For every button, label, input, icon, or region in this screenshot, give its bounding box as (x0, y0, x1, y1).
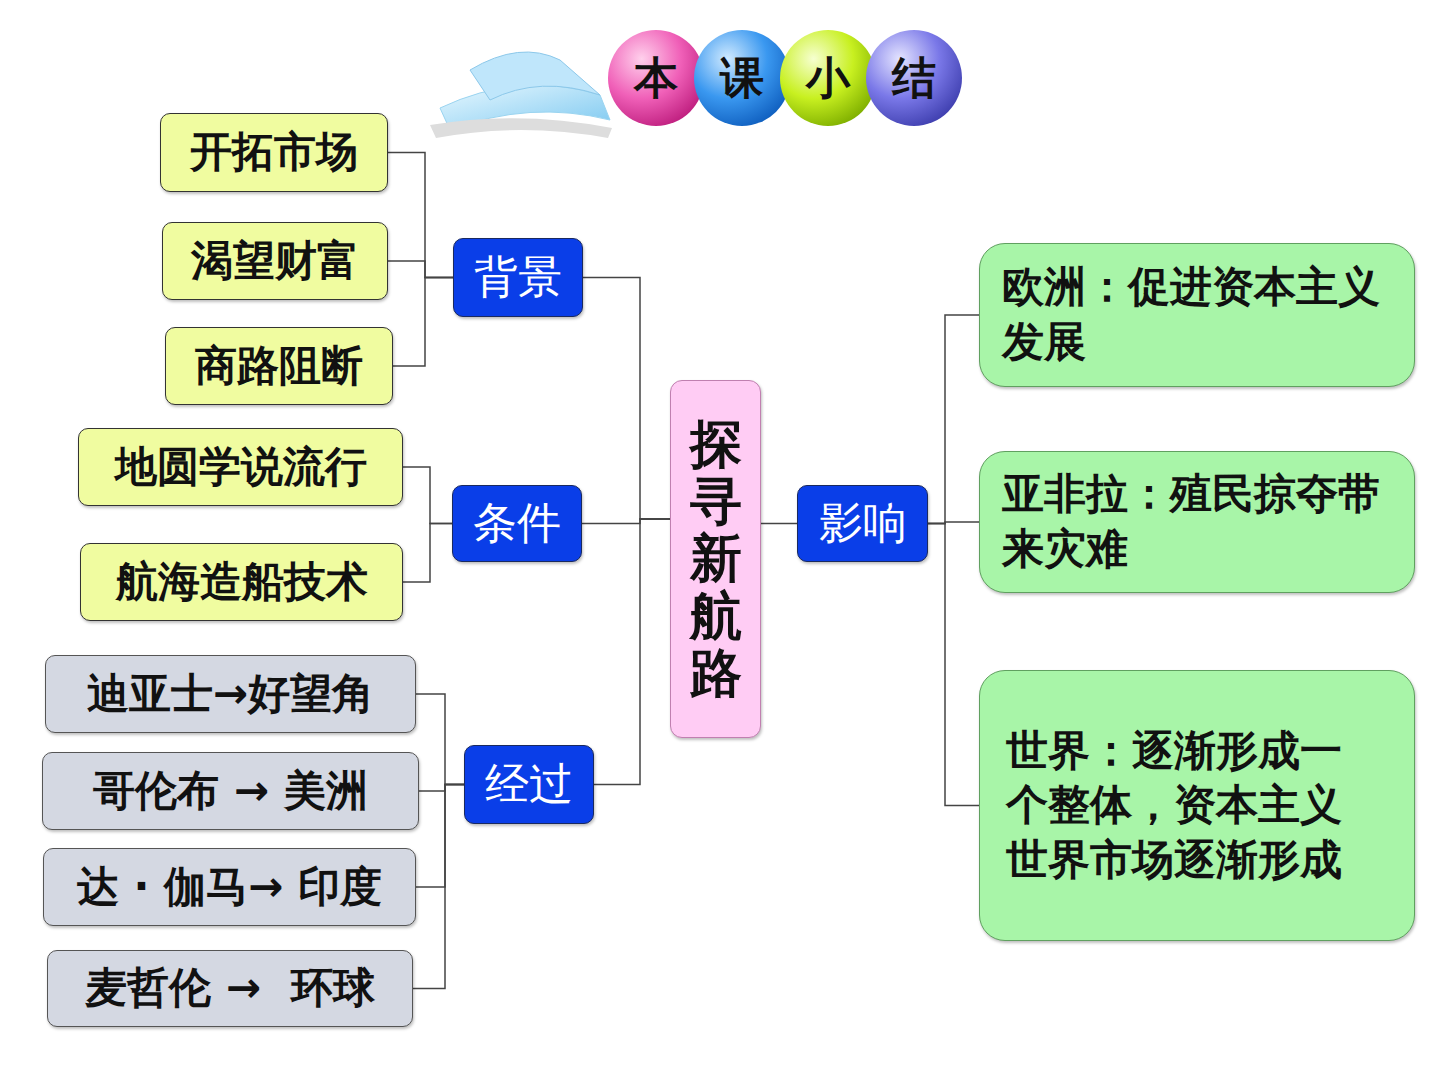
voyage-box: 哥伦布 → 美洲 (42, 752, 419, 830)
category-box: 影响 (797, 485, 928, 562)
node-label: 商路阻断 (195, 341, 363, 391)
node-label: 哥伦布 → 美洲 (93, 766, 367, 816)
connector (416, 694, 464, 785)
node-label: 背景 (474, 251, 562, 304)
node-label: 世界：逐渐形成一个整体，资本主义世界市场逐渐形成 (1006, 724, 1348, 888)
node-label: 条件 (473, 497, 561, 550)
connector (403, 467, 452, 524)
node-label: 达 · 伽马→ 印度 (77, 862, 382, 912)
connector (928, 315, 979, 524)
connector (928, 524, 979, 806)
connector (594, 519, 670, 785)
connector (761, 523, 797, 524)
node-label: 探寻新航路 (690, 416, 742, 702)
node-label: 影响 (819, 497, 907, 550)
background-box: 开拓市场 (160, 113, 388, 192)
impact-box: 亚非拉：殖民掠夺带来灾难 (979, 451, 1415, 593)
node-label: 亚非拉：殖民掠夺带来灾难 (1002, 467, 1388, 576)
background-box: 商路阻断 (165, 327, 393, 405)
connector (419, 785, 464, 792)
node-label: 迪亚士→好望角 (87, 669, 374, 719)
voyage-box: 达 · 伽马→ 印度 (43, 848, 416, 926)
connector (413, 785, 464, 989)
node-label: 地圆学说流行 (115, 442, 367, 492)
node-label: 开拓市场 (190, 127, 358, 177)
background-box: 渴望财富 (162, 222, 388, 300)
voyage-box: 麦哲伦 → 环球 (47, 950, 413, 1027)
topic-box: 探寻新航路 (670, 380, 761, 738)
connector (416, 785, 464, 888)
node-label: 麦哲伦 → 环球 (85, 963, 374, 1013)
background-box: 地圆学说流行 (78, 428, 403, 506)
node-label: 航海造船技术 (116, 557, 368, 607)
node-label: 经过 (485, 758, 573, 811)
impact-box: 世界：逐渐形成一个整体，资本主义世界市场逐渐形成 (979, 670, 1415, 941)
node-label: 欧洲：促进资本主义发展 (1002, 260, 1386, 369)
category-box: 条件 (452, 485, 582, 562)
node-label: 渴望财富 (191, 236, 359, 286)
lesson-title: 本课小结 (634, 52, 978, 104)
connector (583, 278, 670, 520)
category-box: 背景 (453, 238, 583, 317)
connector (388, 261, 453, 278)
connector (403, 524, 452, 583)
connector (393, 278, 453, 367)
book-icon (430, 52, 612, 138)
category-box: 经过 (464, 745, 594, 824)
connector (388, 153, 453, 278)
impact-box: 欧洲：促进资本主义发展 (979, 243, 1415, 387)
voyage-box: 迪亚士→好望角 (45, 655, 416, 733)
background-box: 航海造船技术 (80, 543, 403, 621)
